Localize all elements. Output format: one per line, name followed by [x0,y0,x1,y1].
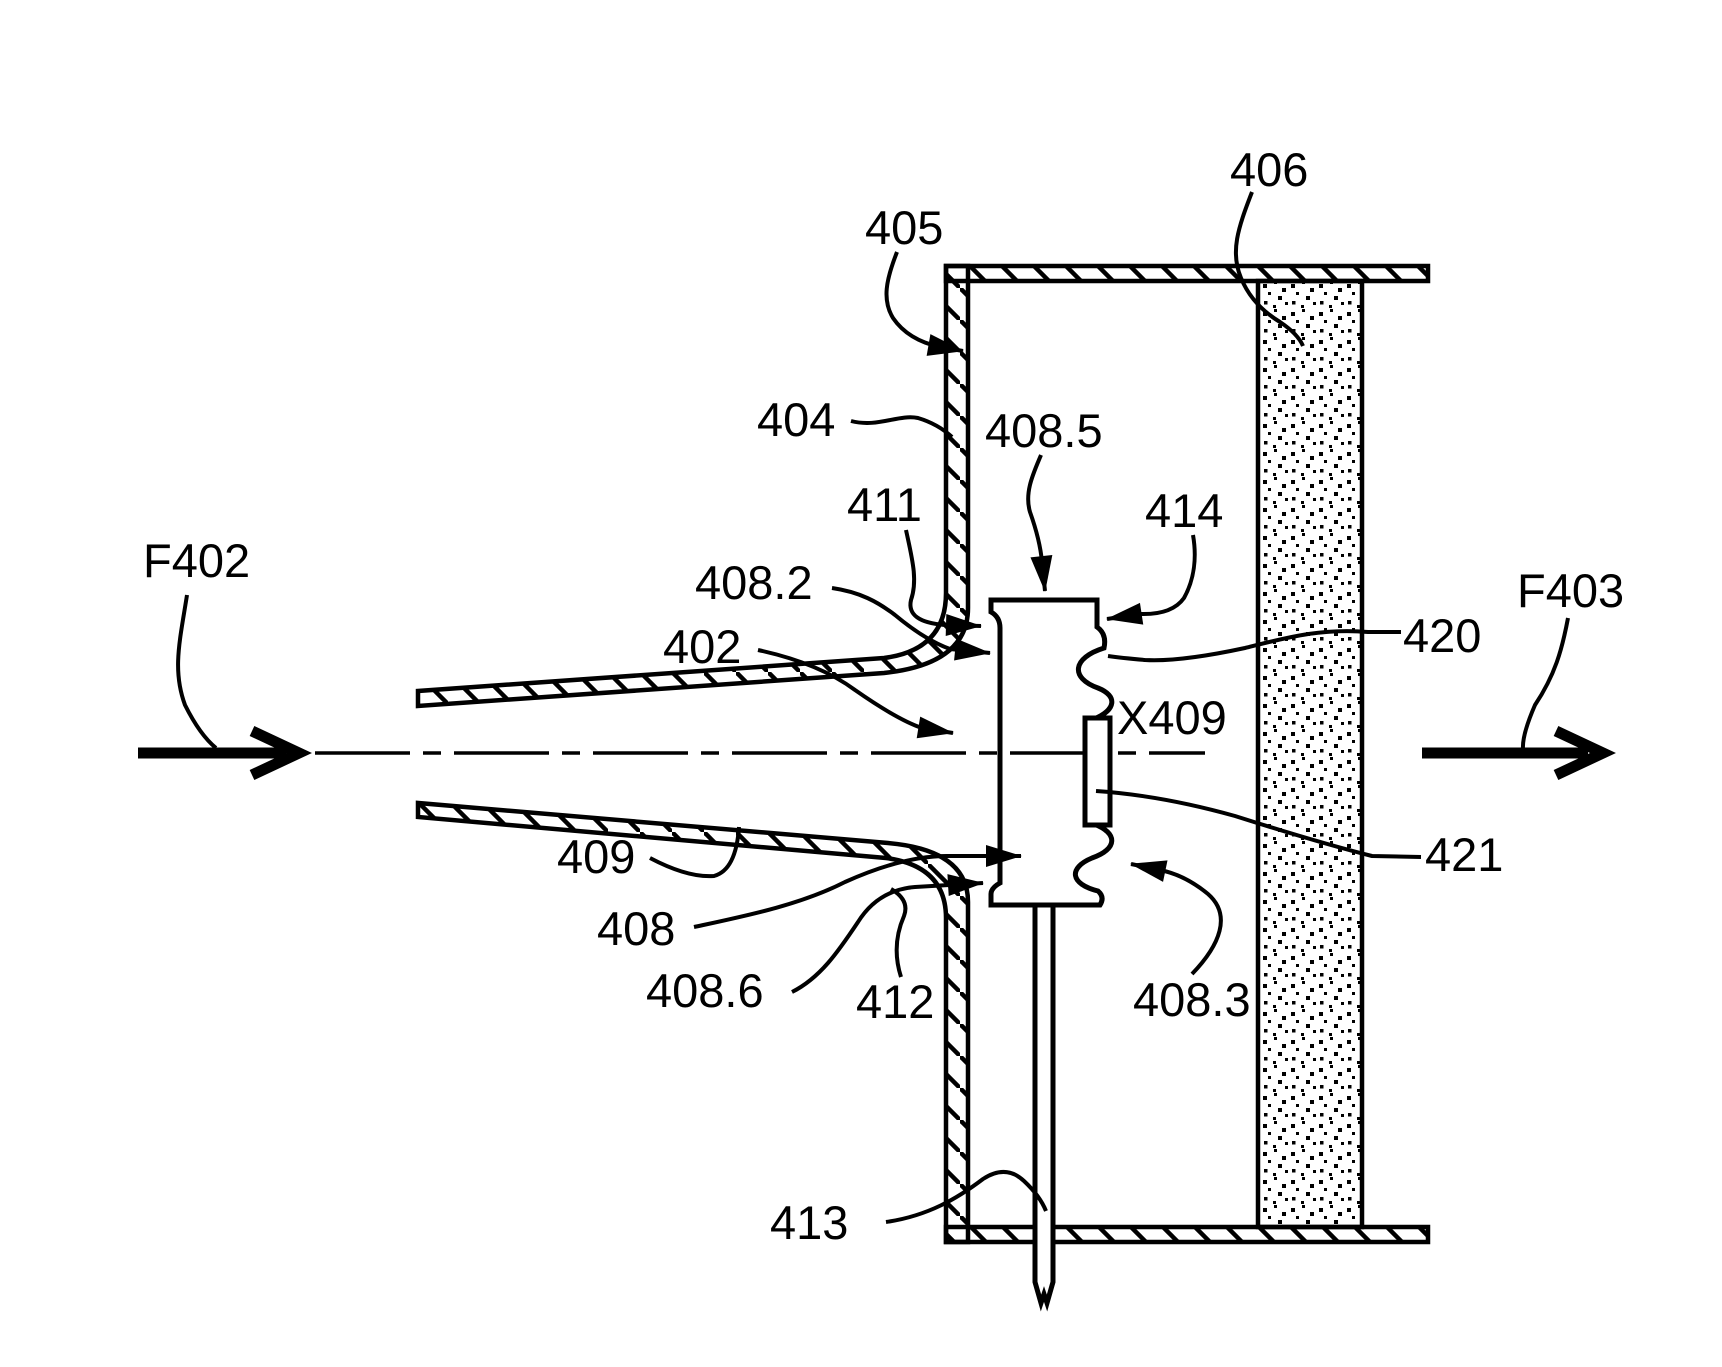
label-420: 420 [1403,609,1481,662]
label-404: 404 [757,393,835,446]
leader-408-2 [831,586,991,661]
leader-413 [885,1170,1048,1224]
label-409: 409 [557,830,635,883]
label-406: 406 [1230,143,1308,196]
damper-box [1082,715,1113,828]
label-408-6: 408.6 [646,964,764,1017]
leader-411 [904,529,982,637]
leader-402 [757,648,954,739]
label-402: 402 [663,620,741,673]
porous-insulation-column [1255,278,1365,1230]
leader-408 [693,845,1022,929]
leader-420 [1107,629,1401,663]
leader-414 [1106,534,1197,625]
leader-408-5 [1026,454,1053,592]
label-405: 405 [865,201,943,254]
leader-408-6 [791,874,984,994]
leader-404 [850,415,954,439]
flow-arrow-outlet [1422,726,1616,780]
leader-409 [649,826,741,879]
label-411: 411 [847,478,922,531]
valve-stem [1032,902,1056,1312]
label-414: 414 [1145,484,1223,537]
flow-arrow-inlet [138,726,312,780]
label-413: 413 [770,1196,848,1249]
leader-f402 [176,594,218,750]
label-408-2: 408.2 [695,556,813,609]
label-408: 408 [597,902,675,955]
leader-f403 [1520,617,1570,750]
leader-421 [1095,789,1422,859]
label-421: 421 [1425,828,1503,881]
leader-405 [884,251,964,356]
leader-406 [1233,191,1305,347]
label-412: 412 [856,975,934,1028]
label-f403: F403 [1517,564,1624,617]
label-f402: F402 [143,534,250,587]
label-408-3: 408.3 [1133,973,1251,1026]
label-x409: X409 [1117,691,1227,744]
label-408-5: 408.5 [985,404,1103,457]
leader-408-3 [1130,860,1223,976]
leader-412 [889,887,908,978]
